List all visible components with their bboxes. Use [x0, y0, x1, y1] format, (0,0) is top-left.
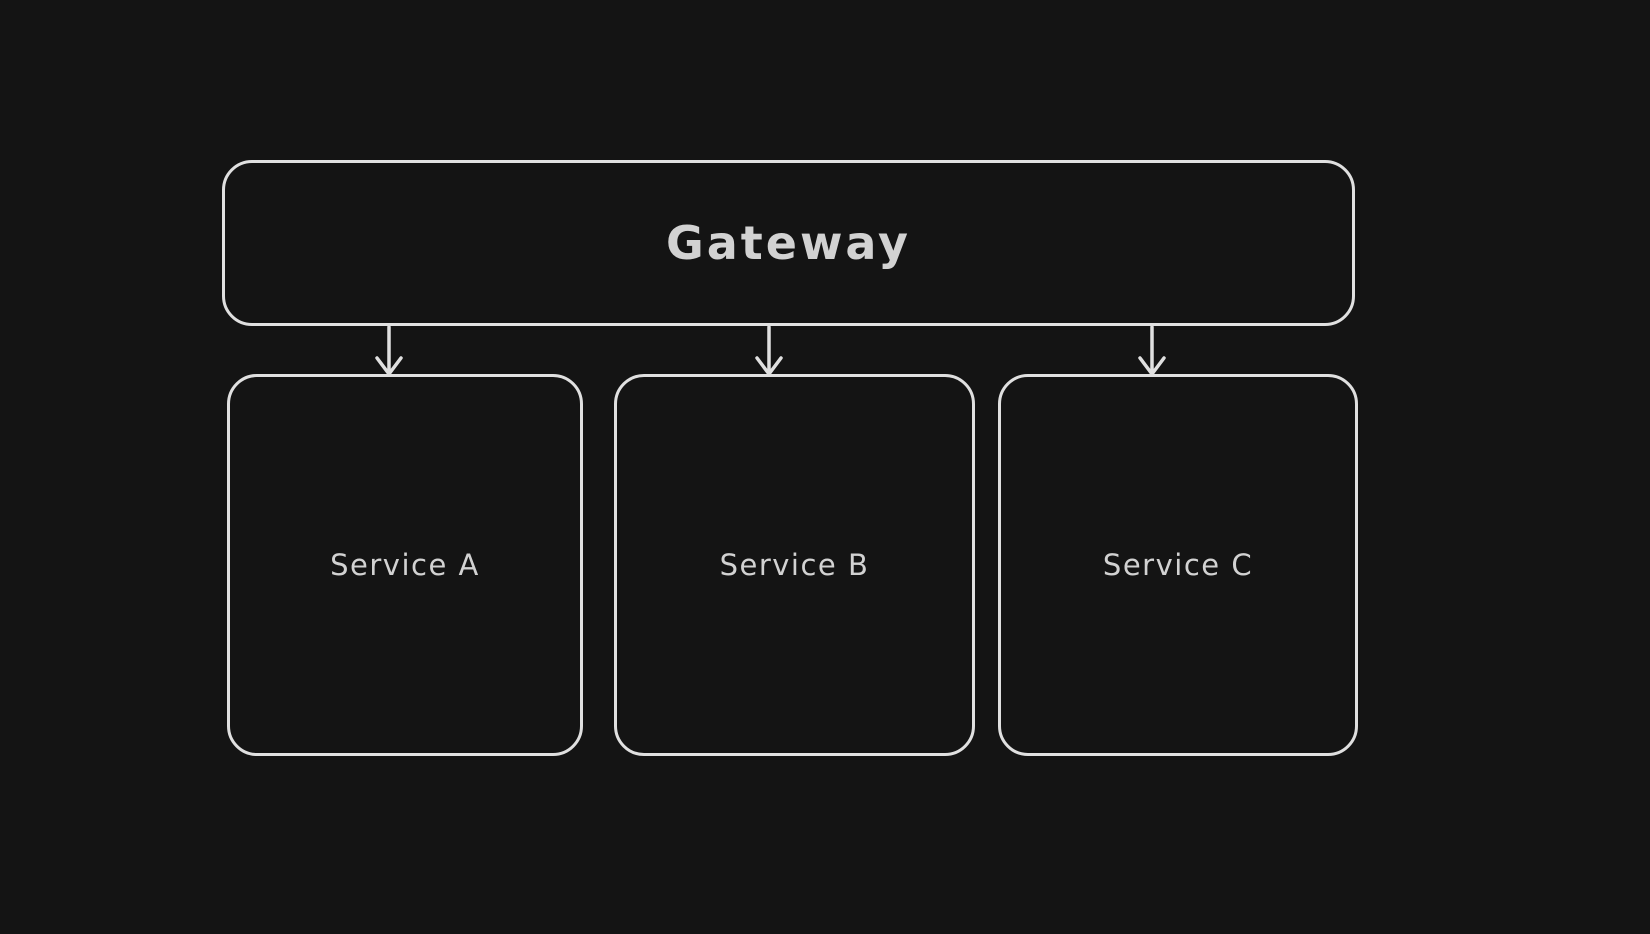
arrow-gateway-to-service-b-icon — [755, 325, 783, 376]
node-service-c-label: Service C — [1102, 548, 1254, 582]
node-gateway-label: Gateway — [665, 216, 912, 270]
node-service-b-label: Service B — [719, 548, 870, 582]
node-service-a-label: Service A — [330, 548, 480, 582]
node-service-c: Service C — [998, 374, 1358, 756]
node-service-b: Service B — [614, 374, 975, 756]
arrow-gateway-to-service-a-icon — [375, 325, 403, 376]
node-service-a: Service A — [227, 374, 583, 756]
arrow-gateway-to-service-c-icon — [1138, 325, 1166, 376]
node-gateway: Gateway — [222, 160, 1355, 326]
